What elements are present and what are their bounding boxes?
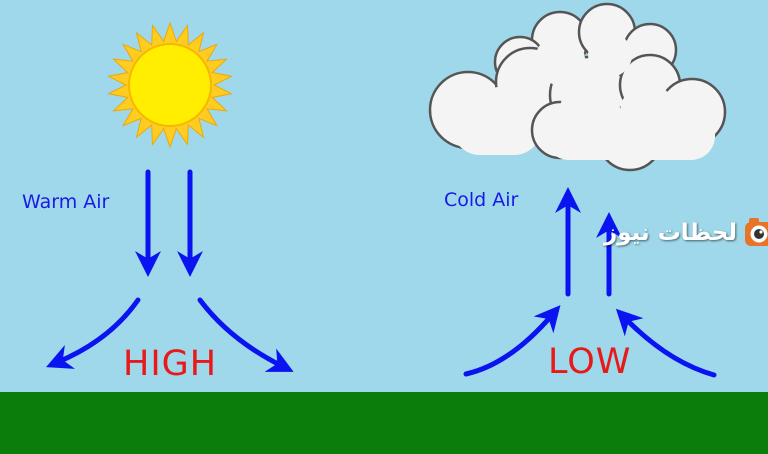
high-pressure-arrows bbox=[46, 169, 294, 372]
sun-disc bbox=[128, 43, 212, 127]
warm-air-label: Warm Air bbox=[22, 191, 110, 213]
watermark-text: لحظات نيوز bbox=[604, 220, 738, 246]
inflow-arrow-left bbox=[463, 305, 561, 377]
low-pressure-label: LOW bbox=[548, 342, 632, 382]
high-pressure-label: HIGH bbox=[123, 344, 218, 384]
cloud-icon bbox=[428, 2, 727, 172]
outflow-arrow-right bbox=[197, 297, 294, 372]
low-pressure-arrows bbox=[463, 187, 717, 378]
outflow-arrow-left bbox=[46, 297, 141, 369]
ground bbox=[0, 392, 768, 454]
watermark: لحظات نيوز bbox=[604, 216, 768, 250]
camera-logo-icon bbox=[745, 218, 768, 246]
cold-air-label: Cold Air bbox=[444, 189, 519, 211]
inflow-arrow-right bbox=[615, 308, 717, 378]
sun-icon bbox=[107, 21, 233, 149]
